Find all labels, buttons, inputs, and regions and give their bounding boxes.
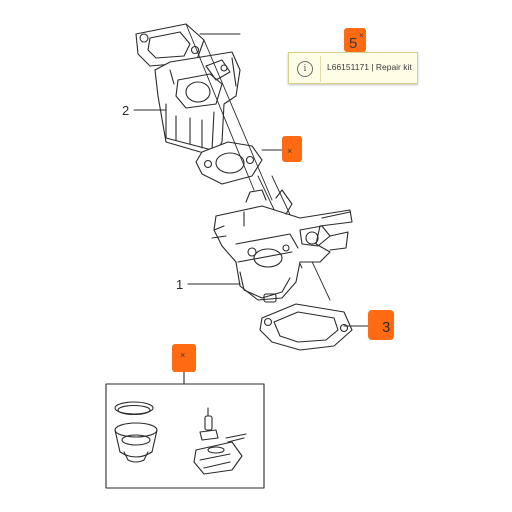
highlight-marker-5[interactable]: 5 × [344,28,366,52]
svg-text:×: × [287,146,292,156]
float-needle-assembly[interactable] [193,407,247,475]
svg-text:5: 5 [349,35,357,52]
svg-text:×: × [180,350,185,360]
info-icon: i [297,61,313,77]
callout-number-1[interactable]: 1 [176,277,183,292]
float-bowl[interactable] [114,401,158,463]
tooltip-text: L66151171 | Repair kit [327,62,412,72]
insulator-spacer[interactable] [154,51,241,157]
carburetor-body[interactable] [211,189,353,303]
tooltip-separator [320,56,321,82]
highlight-marker-repair-kit[interactable]: × [172,344,196,372]
highlight-marker-3[interactable]: 3 [368,310,394,340]
highlight-marker-middle-gasket[interactable]: × [282,136,302,162]
part-tooltip[interactable]: i L66151171 | Repair kit [288,52,418,84]
bottom-gasket[interactable] [259,303,353,351]
svg-text:×: × [359,31,364,40]
svg-text:3: 3 [382,319,390,336]
middle-gasket[interactable] [195,141,263,185]
callout-number-2[interactable]: 2 [122,103,129,118]
